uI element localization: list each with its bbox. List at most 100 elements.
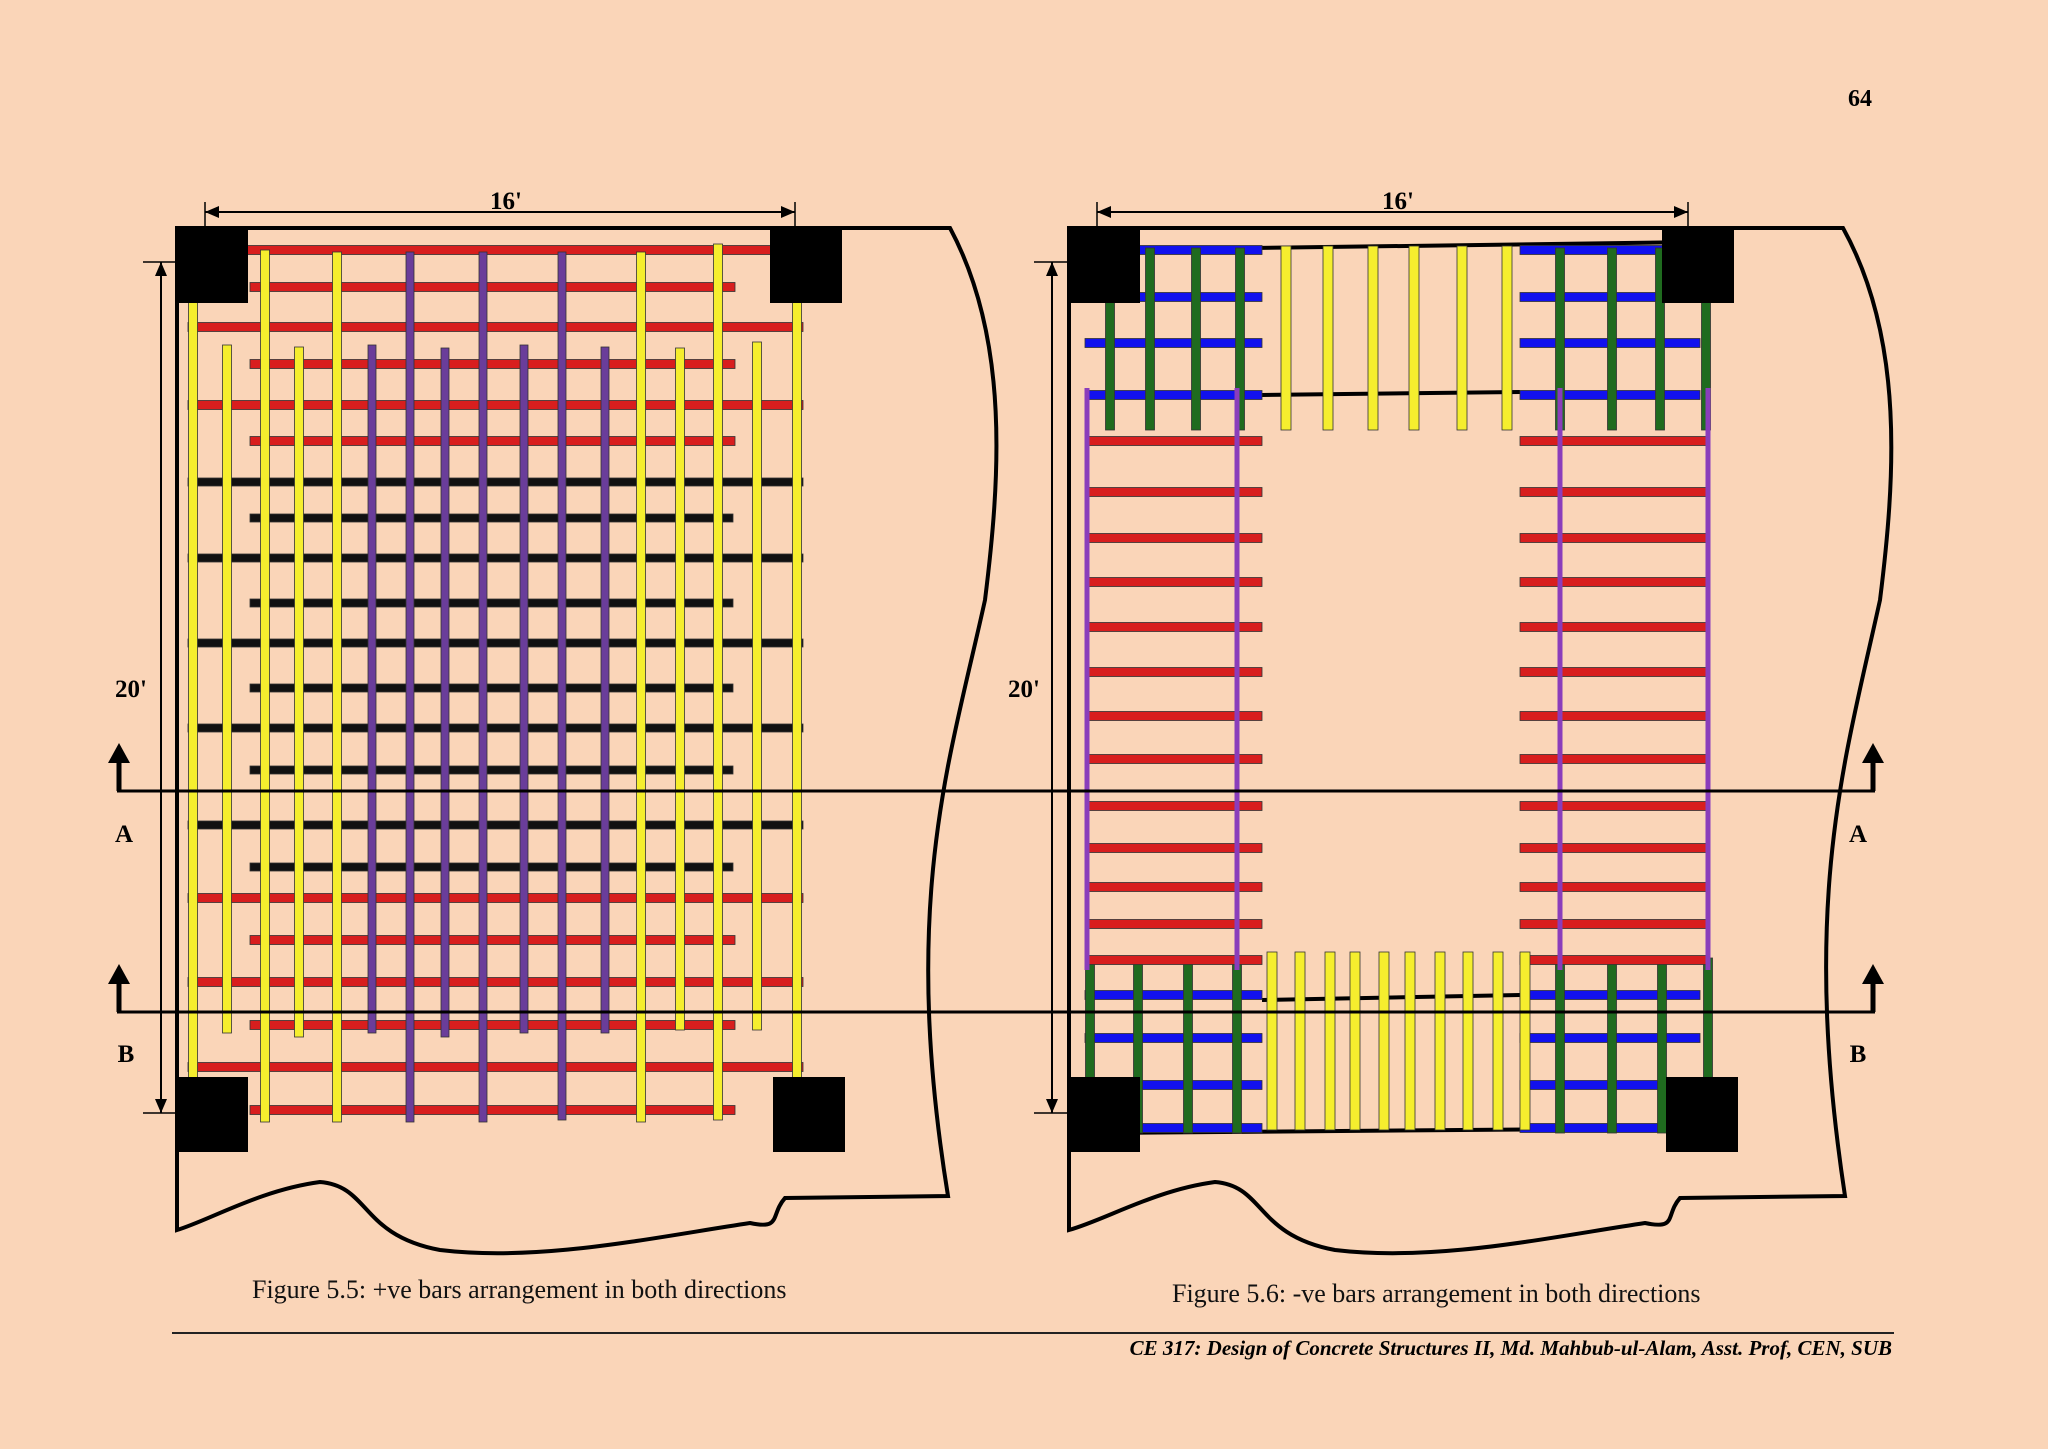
left-purple-middle-bar (405, 251, 415, 1123)
right-green-top-bar (1607, 957, 1617, 1134)
left-purple-middle-bar (440, 347, 450, 1038)
right-height-arrow-bottom (1046, 1099, 1058, 1113)
figure-5-6-negative-bars (1034, 202, 1894, 1256)
right-green-top-bar (1655, 247, 1665, 431)
left-black-middle-bar (249, 765, 734, 775)
right-yellow-top-bar (1456, 245, 1468, 431)
right-red-top-bar (1519, 711, 1709, 721)
left-red-bottom-bar (249, 359, 736, 369)
section-b-left-arrow-icon (108, 964, 130, 984)
left-width-arrow-right (781, 206, 795, 218)
right-yellow-top-bar (1501, 245, 1513, 431)
right-yellow-top-bar (1367, 245, 1379, 431)
right-green-top-bar (1235, 247, 1245, 431)
right-top-strip-inner-edge (1261, 390, 1521, 397)
left-red-bottom-bar (187, 245, 804, 255)
left-yellow-bottom-bar (188, 261, 198, 1095)
left-red-bottom-bar (249, 1020, 736, 1030)
right-height-arrow-top (1046, 262, 1058, 276)
right-green-top-bar (1183, 957, 1193, 1134)
right-blue-top-bar (1084, 990, 1263, 1000)
right-width-label: 16' (1382, 188, 1414, 215)
right-red-top-bar (1519, 801, 1709, 811)
right-green-top-bar (1657, 957, 1667, 1134)
right-red-top-bar (1519, 843, 1709, 853)
right-yellow-top-bar (1408, 245, 1420, 431)
left-red-bottom-bar (249, 935, 736, 945)
footer-text: CE 317: Design of Concrete Structures II… (1129, 1336, 1892, 1360)
right-slab-outline (1067, 226, 1894, 1256)
left-yellow-bottom-bar (636, 251, 646, 1123)
left-black-middle-bar (249, 513, 734, 523)
right-yellow-top-bar (1294, 951, 1306, 1131)
left-yellow-bottom-bar (675, 347, 685, 1031)
left-red-bottom-bar (187, 1062, 804, 1072)
left-black-middle-bar (249, 862, 734, 872)
left-red-bottom-bar (187, 400, 804, 410)
right-violet-top-bar (1557, 388, 1563, 970)
right-yellow-top-bar (1324, 951, 1336, 1131)
left-width-label: 16' (490, 188, 522, 215)
right-width-arrow-right (1674, 206, 1688, 218)
right-yellow-top-bar (1404, 951, 1416, 1131)
right-height-label: 20' (1008, 676, 1040, 703)
right-yellow-top-bar (1434, 951, 1446, 1131)
right-column (1068, 1077, 1140, 1152)
left-height-label: 20' (115, 676, 147, 703)
page-number: 64 (1848, 86, 1872, 112)
left-yellow-bottom-bar (222, 344, 232, 1034)
left-red-bottom-bar (187, 977, 804, 987)
left-black-middle-bar (187, 820, 804, 830)
right-yellow-top-bar (1266, 951, 1278, 1131)
right-green-top-bar (1555, 957, 1565, 1134)
left-column (770, 228, 842, 303)
right-violet-top-bar (1084, 388, 1090, 970)
left-width-arrow-left (205, 206, 219, 218)
left-red-bottom-bar (187, 322, 804, 332)
right-section-b-label: B (1850, 1041, 1867, 1068)
right-yellow-top-bar (1322, 245, 1334, 431)
left-height-arrow-bottom (155, 1099, 167, 1113)
right-green-top-bar (1191, 247, 1201, 431)
left-black-middle-bar (187, 723, 804, 733)
right-red-top-bar (1519, 667, 1709, 677)
right-width-arrow-left (1097, 206, 1111, 218)
left-yellow-bottom-bar (294, 346, 304, 1038)
right-violet-top-bar (1705, 388, 1711, 970)
left-purple-middle-bar (478, 251, 488, 1123)
left-column (176, 1077, 248, 1152)
left-slab-outline (175, 226, 999, 1256)
left-purple-middle-bar (557, 251, 567, 1121)
right-green-top-bar (1145, 247, 1155, 431)
right-red-top-bar (1519, 882, 1709, 892)
right-red-top-bar (1519, 754, 1709, 764)
left-red-bottom-bar (249, 282, 736, 292)
figure-5-5-caption: Figure 5.5: +ve bars arrangement in both… (252, 1275, 787, 1304)
left-black-middle-bar (187, 553, 804, 563)
right-red-top-bar (1519, 436, 1709, 446)
left-yellow-bottom-bar (713, 243, 723, 1121)
left-section-a-label: A (115, 821, 133, 848)
right-yellow-top-bar (1378, 951, 1390, 1131)
left-black-middle-bar (249, 598, 734, 608)
right-yellow-top-bar (1280, 245, 1292, 431)
left-column (176, 228, 248, 303)
left-red-bottom-bar (249, 436, 736, 446)
right-red-top-bar (1519, 622, 1709, 632)
right-column (1068, 228, 1140, 303)
right-red-top-bar (1519, 533, 1709, 543)
footer-rule (172, 1332, 1894, 1334)
right-red-top-bar (1519, 577, 1709, 587)
section-lines (108, 743, 1884, 1014)
figure-5-6-caption: Figure 5.6: -ve bars arrangement in both… (1172, 1279, 1701, 1308)
right-yellow-top-bar (1462, 951, 1474, 1131)
left-black-middle-bar (187, 477, 804, 487)
left-black-middle-bar (187, 638, 804, 648)
section-a-right-arrow-icon (1862, 743, 1884, 763)
left-column (773, 1077, 845, 1152)
left-purple-middle-bar (367, 344, 377, 1034)
right-green-top-bar (1232, 957, 1242, 1134)
left-yellow-bottom-bar (792, 253, 802, 1095)
right-yellow-top-bar (1349, 951, 1361, 1131)
